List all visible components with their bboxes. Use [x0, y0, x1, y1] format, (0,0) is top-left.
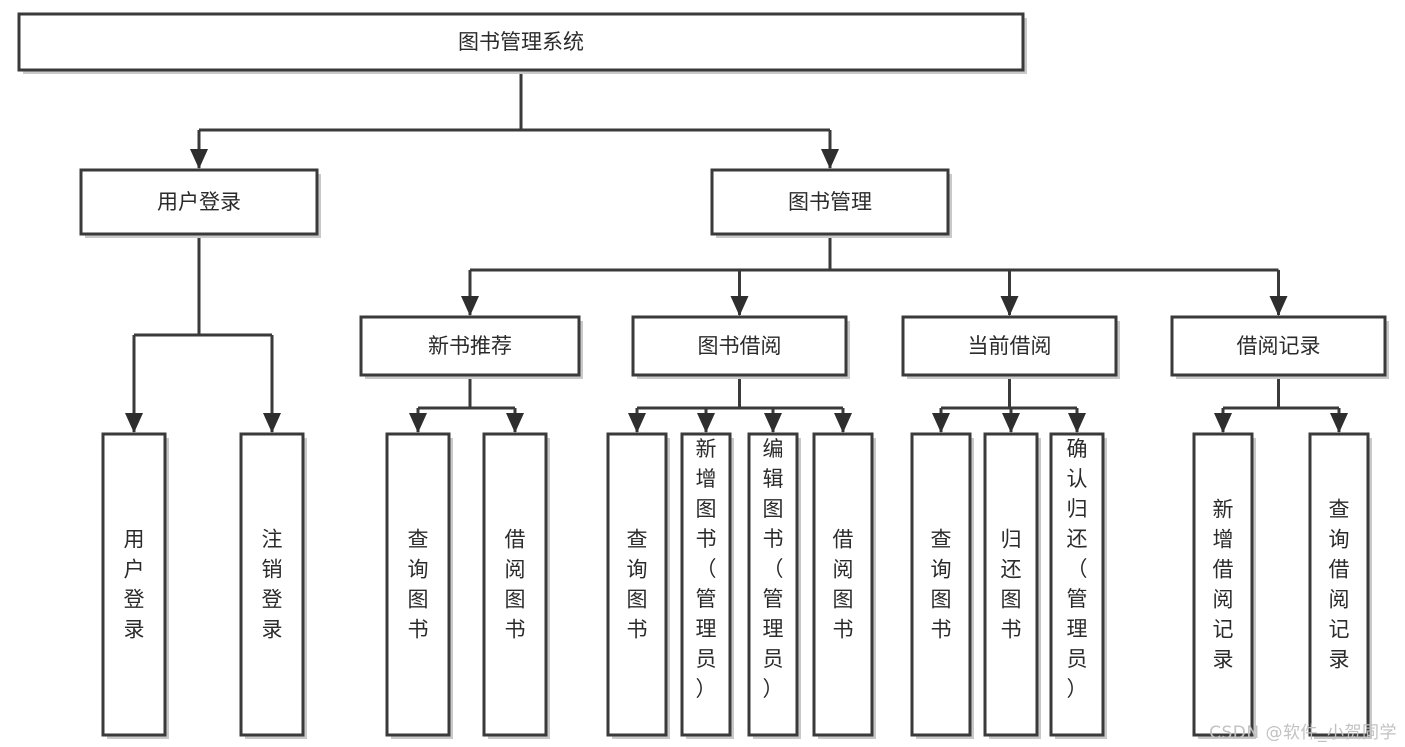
- node-leaf-return-book[interactable]: 归还图书: [983, 432, 1041, 739]
- node-leaf-user-login[interactable]: 用户登录: [101, 432, 169, 739]
- node-leaf-query-borrow-record[interactable]: 查询借阅记录: [1308, 432, 1372, 739]
- node-layer: 图书管理系统用户登录图书管理新书推荐图书借阅当前借阅借阅记录用户登录注销登录查询…: [17, 12, 1389, 739]
- node-label: 确认归还（管理员）: [1067, 437, 1088, 701]
- node-leaf-query-book-2[interactable]: 查询图书: [606, 432, 670, 739]
- connector-layer: [125, 70, 1348, 433]
- node-book-manage[interactable]: 图书管理: [710, 168, 952, 238]
- node-leaf-edit-book[interactable]: 编辑图书（管理员）: [747, 432, 801, 739]
- node-label: 注销登录: [262, 528, 283, 642]
- node-user-login[interactable]: 用户登录: [79, 168, 321, 238]
- node-label: 借阅图书: [833, 528, 854, 642]
- node-label: 查询图书: [931, 528, 952, 642]
- node-label: 新增图书（管理员）: [696, 437, 717, 701]
- node-leaf-borrow-book-2[interactable]: 借阅图书: [812, 432, 876, 739]
- watermark-label: CSDN @软件_小贺同学: [1209, 723, 1397, 743]
- node-label: 编辑图书（管理员）: [763, 437, 784, 701]
- node-label: 查询图书: [627, 528, 648, 642]
- node-label: 新增借阅记录: [1213, 498, 1234, 672]
- node-label: 当前借阅: [968, 334, 1052, 358]
- node-leaf-logout-login[interactable]: 注销登录: [239, 432, 307, 739]
- node-label: 新书推荐: [428, 334, 512, 358]
- node-borrow-record[interactable]: 借阅记录: [1170, 315, 1389, 379]
- node-leaf-confirm-return[interactable]: 确认归还（管理员）: [1049, 432, 1107, 739]
- node-leaf-add-borrow-record[interactable]: 新增借阅记录: [1192, 432, 1256, 739]
- node-root[interactable]: 图书管理系统: [17, 12, 1027, 74]
- node-leaf-query-book-3[interactable]: 查询图书: [910, 432, 974, 739]
- node-leaf-add-book[interactable]: 新增图书（管理员）: [680, 432, 734, 739]
- node-label: 查询图书: [408, 528, 429, 642]
- node-label: 图书管理: [788, 190, 872, 214]
- node-label: 查询借阅记录: [1329, 498, 1350, 672]
- node-label: 用户登录: [124, 528, 145, 642]
- node-book-borrow[interactable]: 图书借阅: [631, 315, 850, 379]
- node-leaf-query-book-1[interactable]: 查询图书: [385, 432, 453, 739]
- node-label: 借阅记录: [1237, 334, 1321, 358]
- node-leaf-borrow-book-1[interactable]: 借阅图书: [482, 432, 550, 739]
- node-label: 图书管理系统: [458, 30, 584, 54]
- node-current-borrow[interactable]: 当前借阅: [901, 315, 1120, 379]
- node-label: 图书借阅: [698, 334, 782, 358]
- node-label: 归还图书: [1001, 528, 1022, 642]
- node-label: 用户登录: [157, 190, 241, 214]
- node-new-book-recommend[interactable]: 新书推荐: [359, 315, 583, 379]
- node-label: 借阅图书: [505, 528, 526, 642]
